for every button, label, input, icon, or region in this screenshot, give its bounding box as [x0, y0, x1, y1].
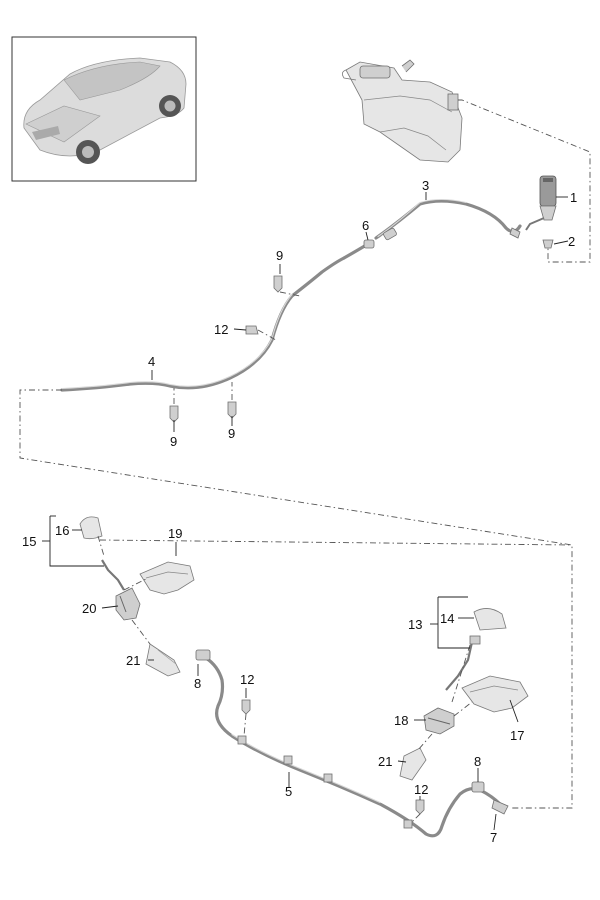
label-7: 7 [490, 830, 497, 845]
vehicle-thumbnail [11, 36, 197, 182]
label-21-right: 21 [378, 754, 392, 769]
label-12-upper: 12 [214, 322, 228, 337]
fastener-dashes-upper [173, 291, 301, 404]
label-16: 16 [55, 523, 69, 538]
label-9-right: 9 [228, 426, 235, 441]
label-15: 15 [22, 534, 36, 549]
clip-fasteners-lower [241, 699, 425, 823]
label-6: 6 [362, 218, 369, 233]
label-19: 19 [168, 526, 182, 541]
label-18: 18 [394, 713, 408, 728]
label-12-right: 12 [414, 782, 428, 797]
leader-lines [42, 192, 569, 831]
left-washer-group [79, 516, 573, 677]
label-1: 1 [570, 190, 577, 205]
part-labels: 1 2 3 4 5 6 7 8 8 9 9 9 12 12 12 13 14 1… [22, 178, 577, 845]
label-21-left: 21 [126, 653, 140, 668]
label-14: 14 [440, 611, 454, 626]
label-12-left: 12 [240, 672, 254, 687]
label-13: 13 [408, 617, 422, 632]
label-2: 2 [568, 234, 575, 249]
label-9-left: 9 [170, 434, 177, 449]
label-17: 17 [510, 728, 524, 743]
pump-seal [542, 239, 554, 249]
reference-line-reservoir [458, 99, 591, 263]
label-20: 20 [82, 601, 96, 616]
washer-reservoir [342, 59, 463, 163]
reference-line-main [19, 389, 573, 809]
washer-pump [525, 175, 557, 231]
label-3: 3 [422, 178, 429, 193]
clip-fasteners-upper [169, 275, 283, 423]
hose-lower [195, 649, 509, 838]
label-4: 4 [148, 354, 155, 369]
hose-upper [60, 198, 522, 392]
label-9-top: 9 [276, 248, 283, 263]
car-illustration [23, 57, 187, 164]
label-5: 5 [285, 784, 292, 799]
right-washer-group [399, 608, 529, 781]
label-8-right: 8 [474, 754, 481, 769]
label-8-left: 8 [194, 676, 201, 691]
